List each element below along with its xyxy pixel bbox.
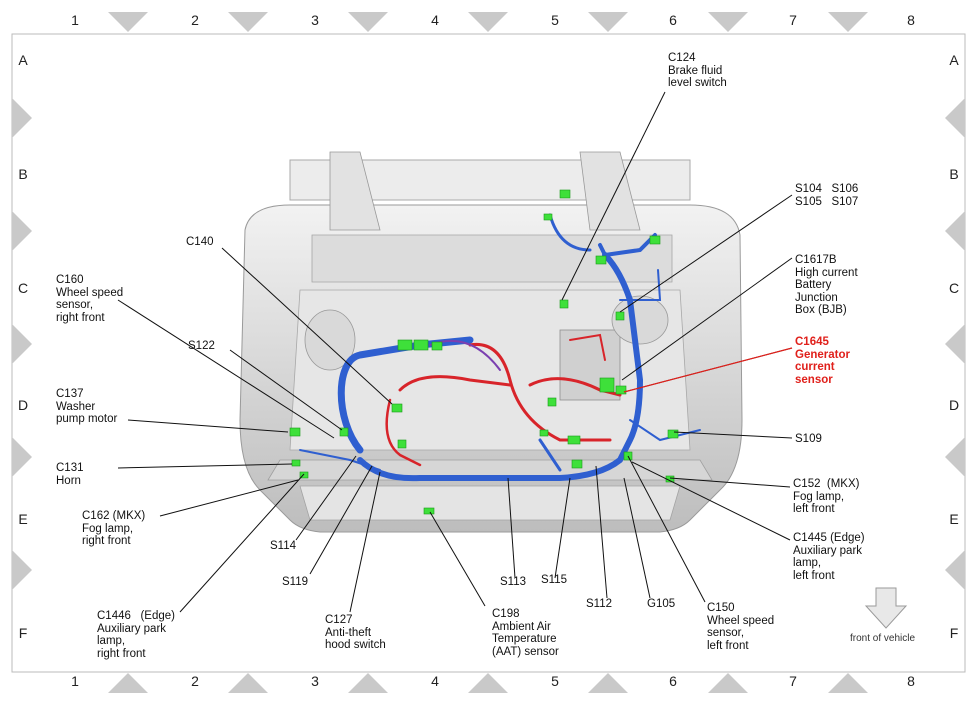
grid-row-right-C: C <box>948 280 960 296</box>
label-c1445: C1445 (Edge) Auxiliary park lamp, left f… <box>793 532 865 582</box>
grid-row-right-A: A <box>949 52 959 68</box>
label-s114: S114 <box>270 540 297 552</box>
grid-row-right-B: B <box>949 166 959 182</box>
label-c150: C150 Wheel speed sensor, left front <box>707 602 775 652</box>
label-s112: S112 <box>586 598 613 610</box>
label-c124: C124 Brake fluid level switch <box>668 52 727 89</box>
front-of-vehicle-label: front of vehicle <box>850 633 916 644</box>
grid-markers <box>12 12 965 693</box>
grid-col-top-2: 2 <box>191 12 199 28</box>
grid-row-left-A: A <box>18 52 28 68</box>
label-g105: G105 <box>647 598 676 610</box>
grid-row-left-D: D <box>17 397 29 413</box>
label-s122: S122 <box>188 340 215 352</box>
grid-row-left-B: B <box>18 166 28 182</box>
grid-row-left-F: F <box>18 625 28 641</box>
label-c140: C140 <box>186 236 214 248</box>
label-s113: S113 <box>500 576 527 588</box>
grid-col-top-3: 3 <box>311 12 319 28</box>
label-c1446: C1446 (Edge) Auxiliary park lamp, right … <box>97 610 175 660</box>
grid-row-right-F: F <box>949 625 959 641</box>
label-c160: C160 Wheel speed sensor, right front <box>56 274 124 324</box>
label-c198: C198 Ambient Air Temperature (AAT) senso… <box>492 608 559 658</box>
label-c1645: C1645 Generator current sensor <box>795 336 850 386</box>
grid-col-top-6: 6 <box>669 12 677 28</box>
grid-col-top-7: 7 <box>789 12 797 28</box>
label-c137: C137 Washer pump motor <box>56 388 118 425</box>
grid-col-bottom-8: 8 <box>907 673 915 689</box>
c1645-leader <box>623 347 793 393</box>
label-s119: S119 <box>282 576 309 588</box>
label-s109: S109 <box>795 433 822 445</box>
grid-col-top-8: 8 <box>907 12 915 28</box>
label-s115: S115 <box>541 574 568 586</box>
grid-col-bottom-4: 4 <box>431 673 439 689</box>
grid-col-top-5: 5 <box>551 12 559 28</box>
grid-col-bottom-3: 3 <box>311 673 319 689</box>
grid-col-bottom-7: 7 <box>789 673 797 689</box>
connectors <box>289 189 679 515</box>
label-c131: C131 Horn <box>56 462 84 487</box>
front-arrow-icon <box>864 587 908 629</box>
grid-col-bottom-5: 5 <box>551 673 559 689</box>
grid-col-top-1: 1 <box>71 12 79 28</box>
grid-col-bottom-2: 2 <box>191 673 199 689</box>
grid-row-right-D: D <box>948 397 960 413</box>
grid-col-bottom-1: 1 <box>71 673 79 689</box>
grid-col-top-4: 4 <box>431 12 439 28</box>
label-c1617b: C1617B High current Battery Junction Box… <box>795 254 858 316</box>
wiring-harness <box>299 213 701 482</box>
label-s104-s107: S104 S106 S105 S107 <box>795 183 859 208</box>
label-c127: C127 Anti-theft hood switch <box>325 614 386 651</box>
vehicle-body <box>239 151 743 533</box>
label-c162: C162 (MKX) Fog lamp, right front <box>82 510 146 547</box>
label-c152: C152 (MKX) Fog lamp, left front <box>793 478 860 515</box>
grid-col-bottom-6: 6 <box>669 673 677 689</box>
grid-row-left-E: E <box>18 511 28 527</box>
grid-row-left-C: C <box>17 280 29 296</box>
grid-row-right-E: E <box>949 511 959 527</box>
leader-lines <box>117 91 793 613</box>
